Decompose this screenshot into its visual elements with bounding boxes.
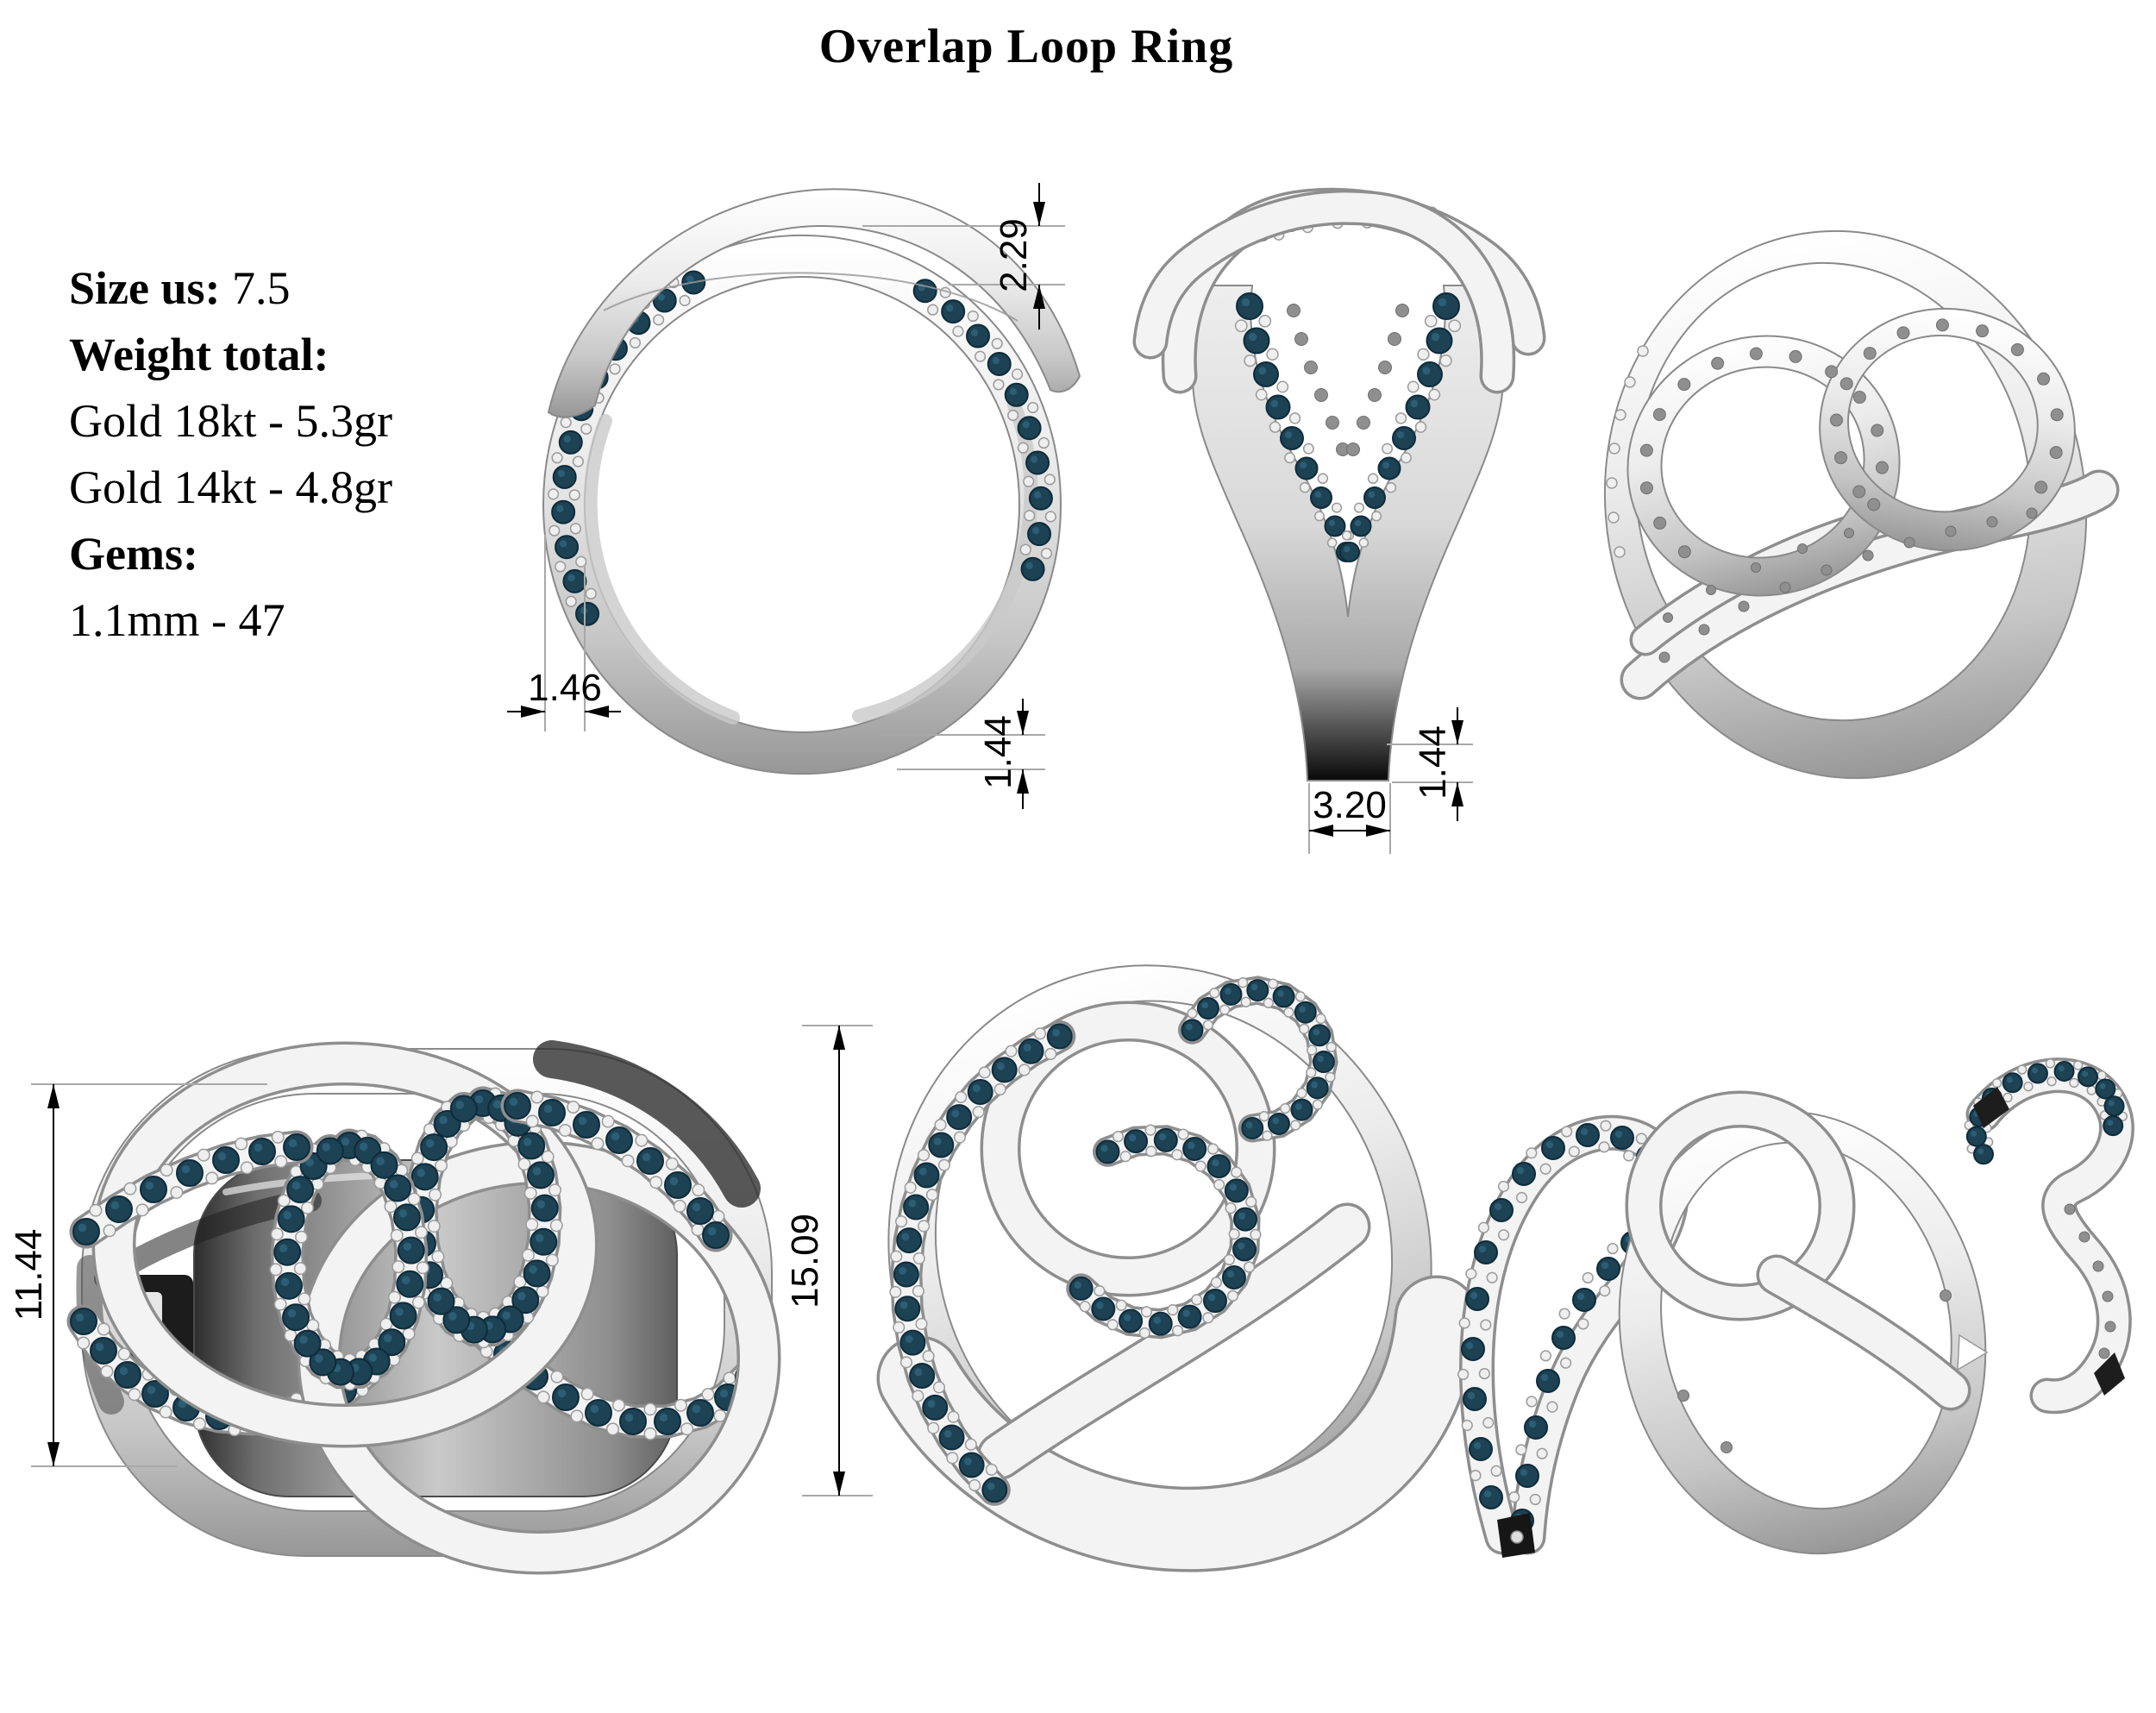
exploded-twist-holes bbox=[2064, 1203, 2116, 1359]
front-inner-shade2 bbox=[583, 414, 740, 725]
top-gem-arc-topright bbox=[500, 1089, 733, 1252]
page-title: Overlap Loop Ring bbox=[818, 20, 1234, 73]
persp-outer-band bbox=[1603, 229, 2088, 780]
spec-size: Size us: 7.5 bbox=[69, 255, 392, 322]
view-exploded bbox=[1457, 1057, 2134, 1558]
spec-size-value: 7.5 bbox=[232, 262, 291, 314]
dim-side-shank-thickness: 1.44 bbox=[1412, 725, 1454, 800]
persp-holes-loop-left bbox=[1639, 347, 1889, 559]
persp2-gem-loop-mid bbox=[1066, 1124, 1262, 1340]
view-side bbox=[1132, 187, 1546, 781]
view-top bbox=[66, 1040, 781, 1575]
persp2-gem-arc-outer bbox=[889, 1020, 1076, 1506]
top-shadow-right bbox=[533, 1040, 761, 1208]
top-gem-ellipse-right bbox=[403, 1086, 563, 1349]
dimensions: 2.29 1.46 1.44 3.20 1.44 bbox=[8, 183, 1473, 1497]
exploded-rail-tip-hole bbox=[1510, 1530, 1524, 1544]
front-gem-arc-right bbox=[912, 279, 1056, 581]
dim-top-view-height: 11.44 bbox=[8, 1229, 50, 1321]
persp-edge-beads bbox=[1606, 345, 1649, 558]
spec-size-label: Size us: bbox=[69, 262, 221, 314]
persp-holes-loop-right bbox=[1829, 318, 2064, 499]
dim-front-band-left: 1.46 bbox=[528, 667, 602, 709]
front-seam bbox=[603, 272, 1018, 322]
top-gem-arc-topleft bbox=[69, 1130, 314, 1249]
spec-gems-label: Gems: bbox=[69, 528, 198, 580]
spec-gems-count: 1.1mm - 47 bbox=[69, 594, 285, 646]
side-gem-rail-right bbox=[1339, 292, 1462, 562]
persp2-gem-loop-top bbox=[1178, 976, 1338, 1143]
spec-weight-14kt: Gold 14kt - 4.8gr bbox=[69, 461, 392, 513]
persp-holes-rail1 bbox=[1658, 507, 2038, 663]
spec-weight-label: Weight total: bbox=[69, 329, 329, 380]
front-overlap-swoosh bbox=[547, 188, 1081, 418]
top-gem-ellipse-left bbox=[269, 1128, 429, 1391]
spec-weight-18kt: Gold 18kt - 5.3gr bbox=[69, 395, 392, 447]
spec-block: Size us: 7.5 Weight total: Gold 18kt - 5… bbox=[69, 255, 392, 654]
view-perspective-top bbox=[1603, 229, 2120, 780]
dim-front-band-bottom: 1.44 bbox=[977, 715, 1019, 789]
view-front bbox=[542, 188, 1081, 775]
persp-holes-rail2 bbox=[1663, 528, 1854, 623]
view-perspective-main bbox=[876, 964, 1480, 1572]
dim-front-band-top: 2.29 bbox=[993, 218, 1035, 292]
exploded-body-notch bbox=[1957, 1333, 1989, 1371]
dim-top-view-length: 15.09 bbox=[784, 1214, 826, 1308]
persp-loop-left bbox=[1626, 335, 1901, 597]
exploded-twist-facet-bottom bbox=[2094, 1352, 2125, 1396]
exploded-body-pinholes bbox=[1677, 1289, 1952, 1453]
persp-loop-right bbox=[1819, 307, 2076, 552]
exploded-twist-facet-top bbox=[1973, 1087, 2009, 1128]
dim-side-shank-width: 3.20 bbox=[1313, 784, 1387, 826]
side-hole-column-left bbox=[1287, 304, 1350, 456]
side-hole-column-right bbox=[1346, 304, 1409, 456]
